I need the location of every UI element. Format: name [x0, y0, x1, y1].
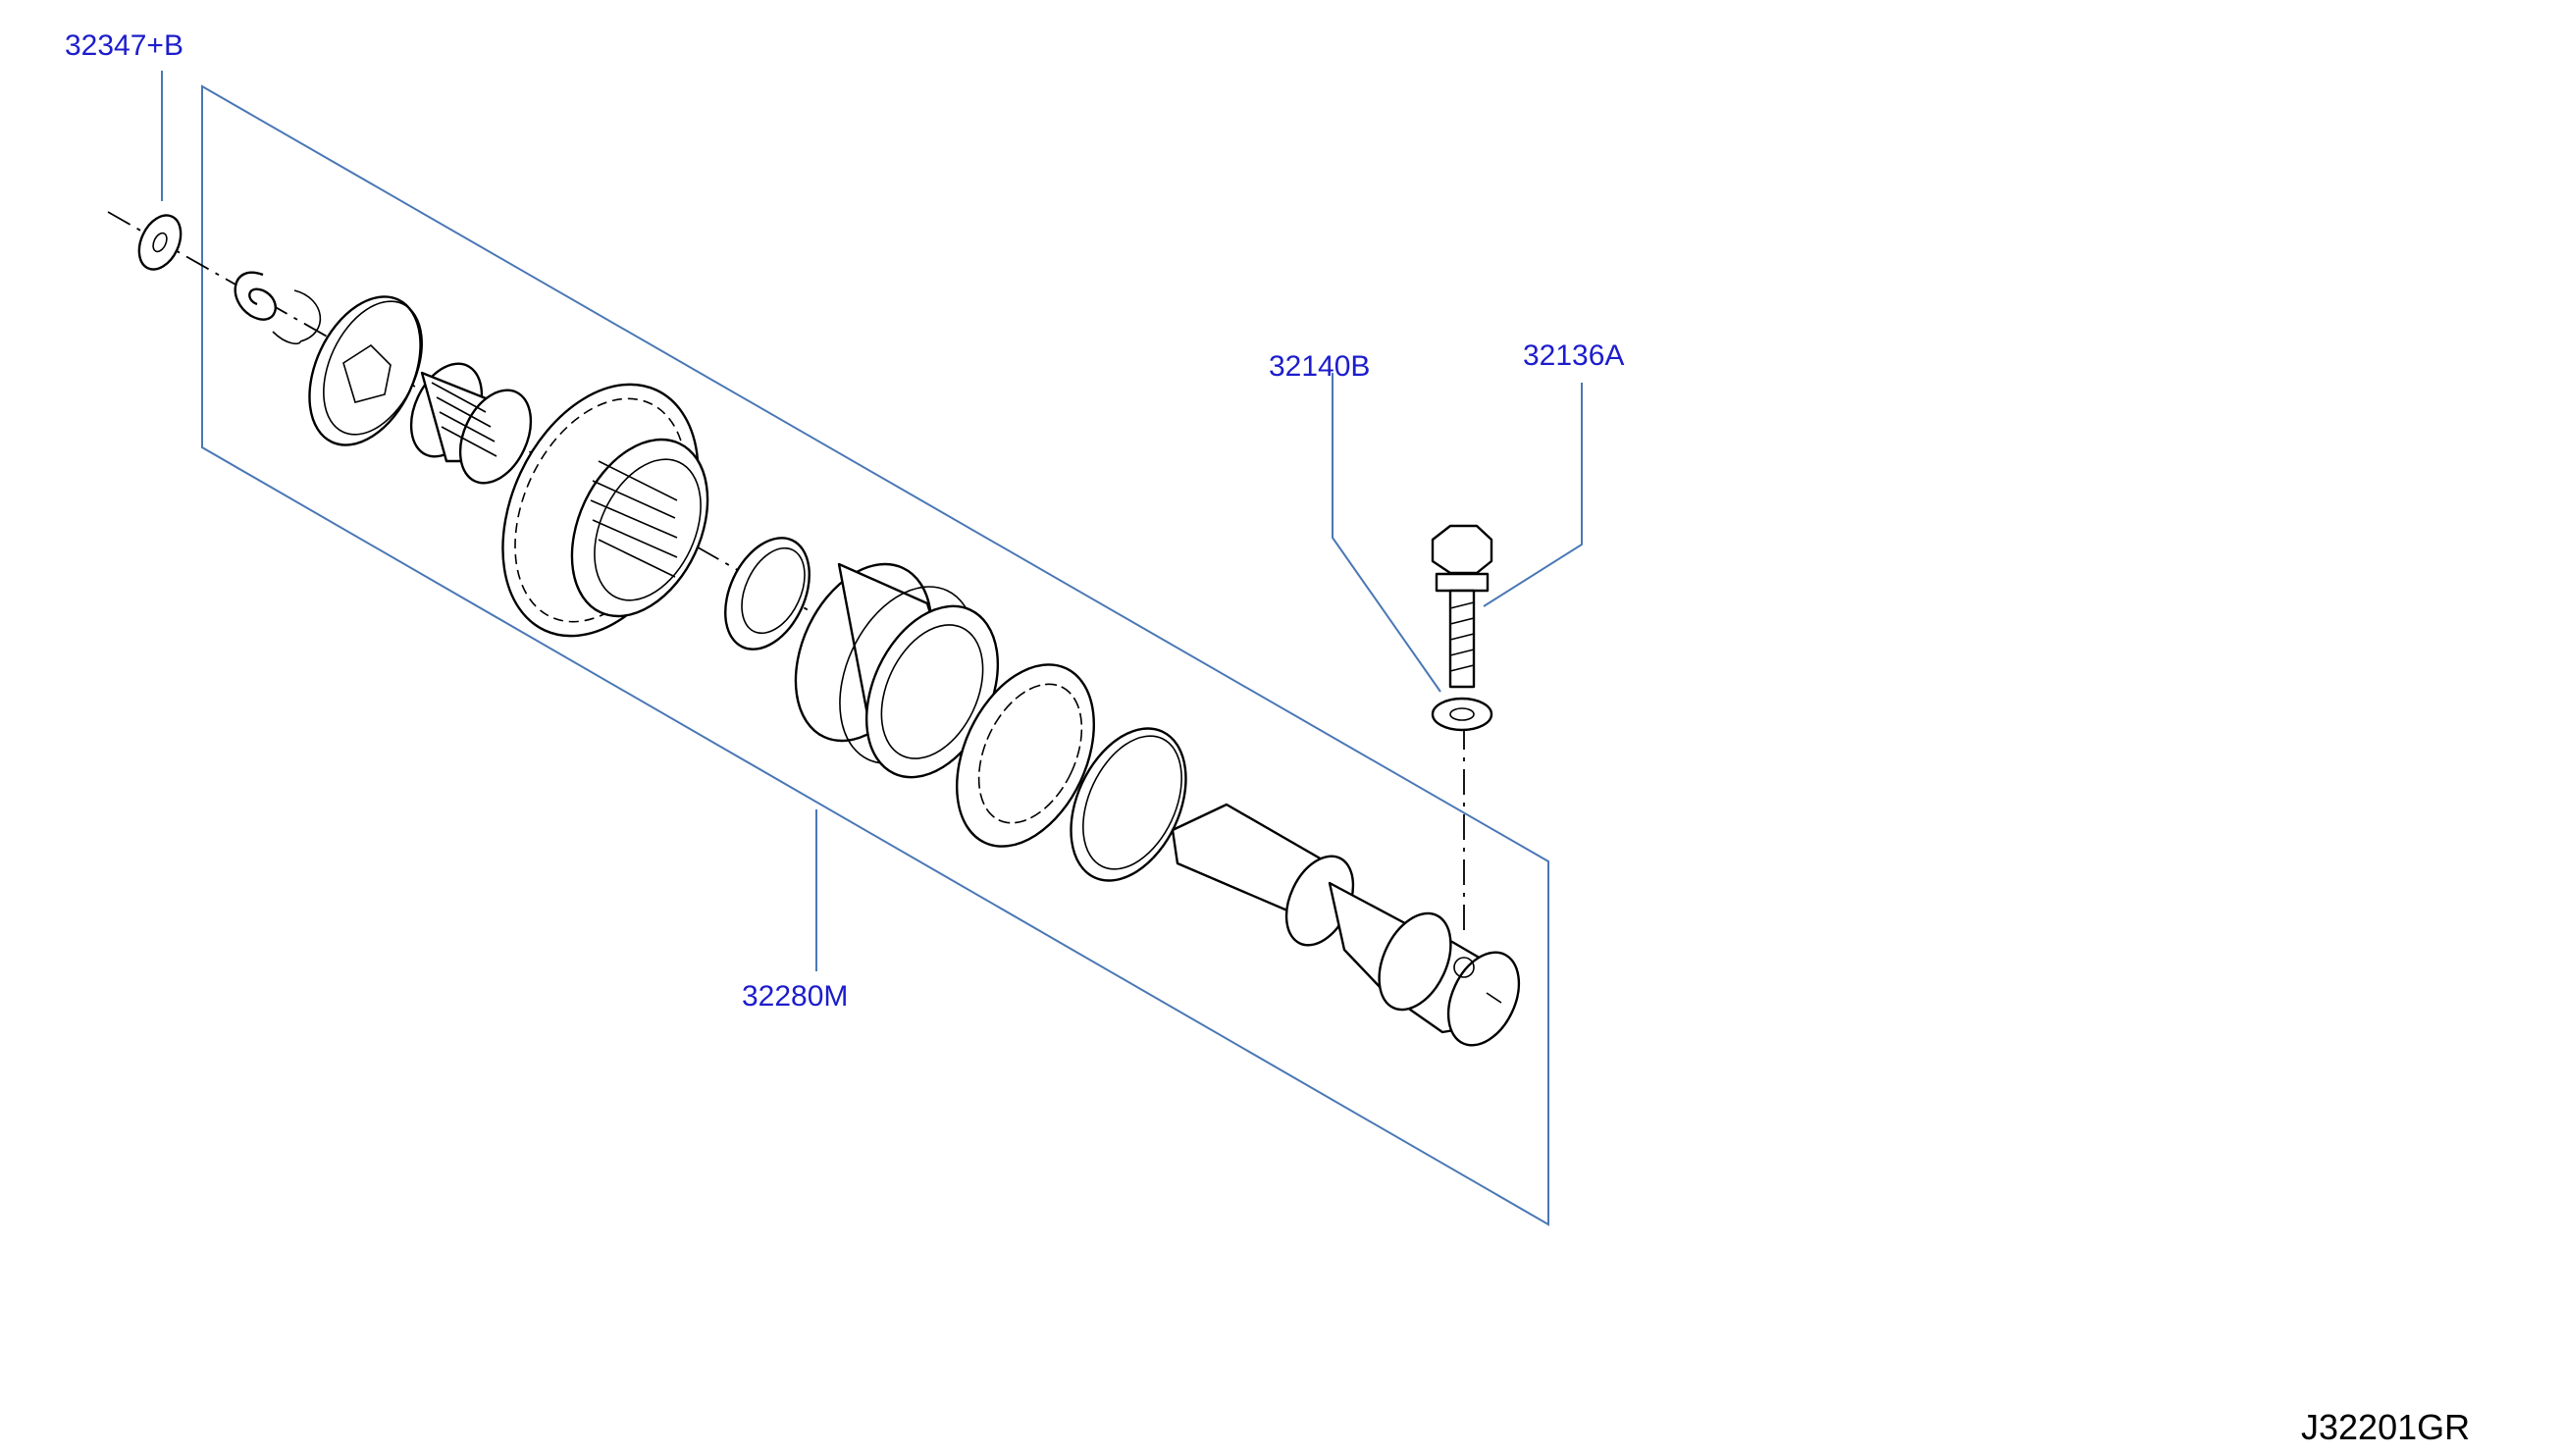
bolt: [1431, 524, 1493, 689]
synchro-ring-stack: [794, 562, 1000, 779]
washer: [137, 214, 183, 271]
leader-lock-washer: [1332, 373, 1441, 693]
center-axis: [107, 211, 1178, 821]
callout-washer: 32347+B: [65, 29, 183, 62]
thrust-plate: [308, 295, 423, 446]
callout-bolt: 32136A: [1523, 339, 1624, 372]
needle-bearing: [409, 362, 533, 485]
spacer-ring: [724, 537, 811, 650]
assembly-boundary: [201, 84, 1549, 1226]
drawing-code: J32201GR: [2301, 1407, 2470, 1447]
retaining-ring: [1070, 727, 1187, 882]
helical-gear: [501, 383, 709, 638]
synchro-hub: [955, 663, 1096, 848]
lock-washer: [1431, 697, 1493, 732]
snap-ring: [234, 271, 322, 345]
shaft: [1171, 803, 1521, 1047]
callout-lock-washer: 32140B: [1269, 350, 1370, 383]
callout-shaft-assembly: 32280M: [742, 980, 848, 1013]
leader-bolt: [1483, 383, 1583, 607]
